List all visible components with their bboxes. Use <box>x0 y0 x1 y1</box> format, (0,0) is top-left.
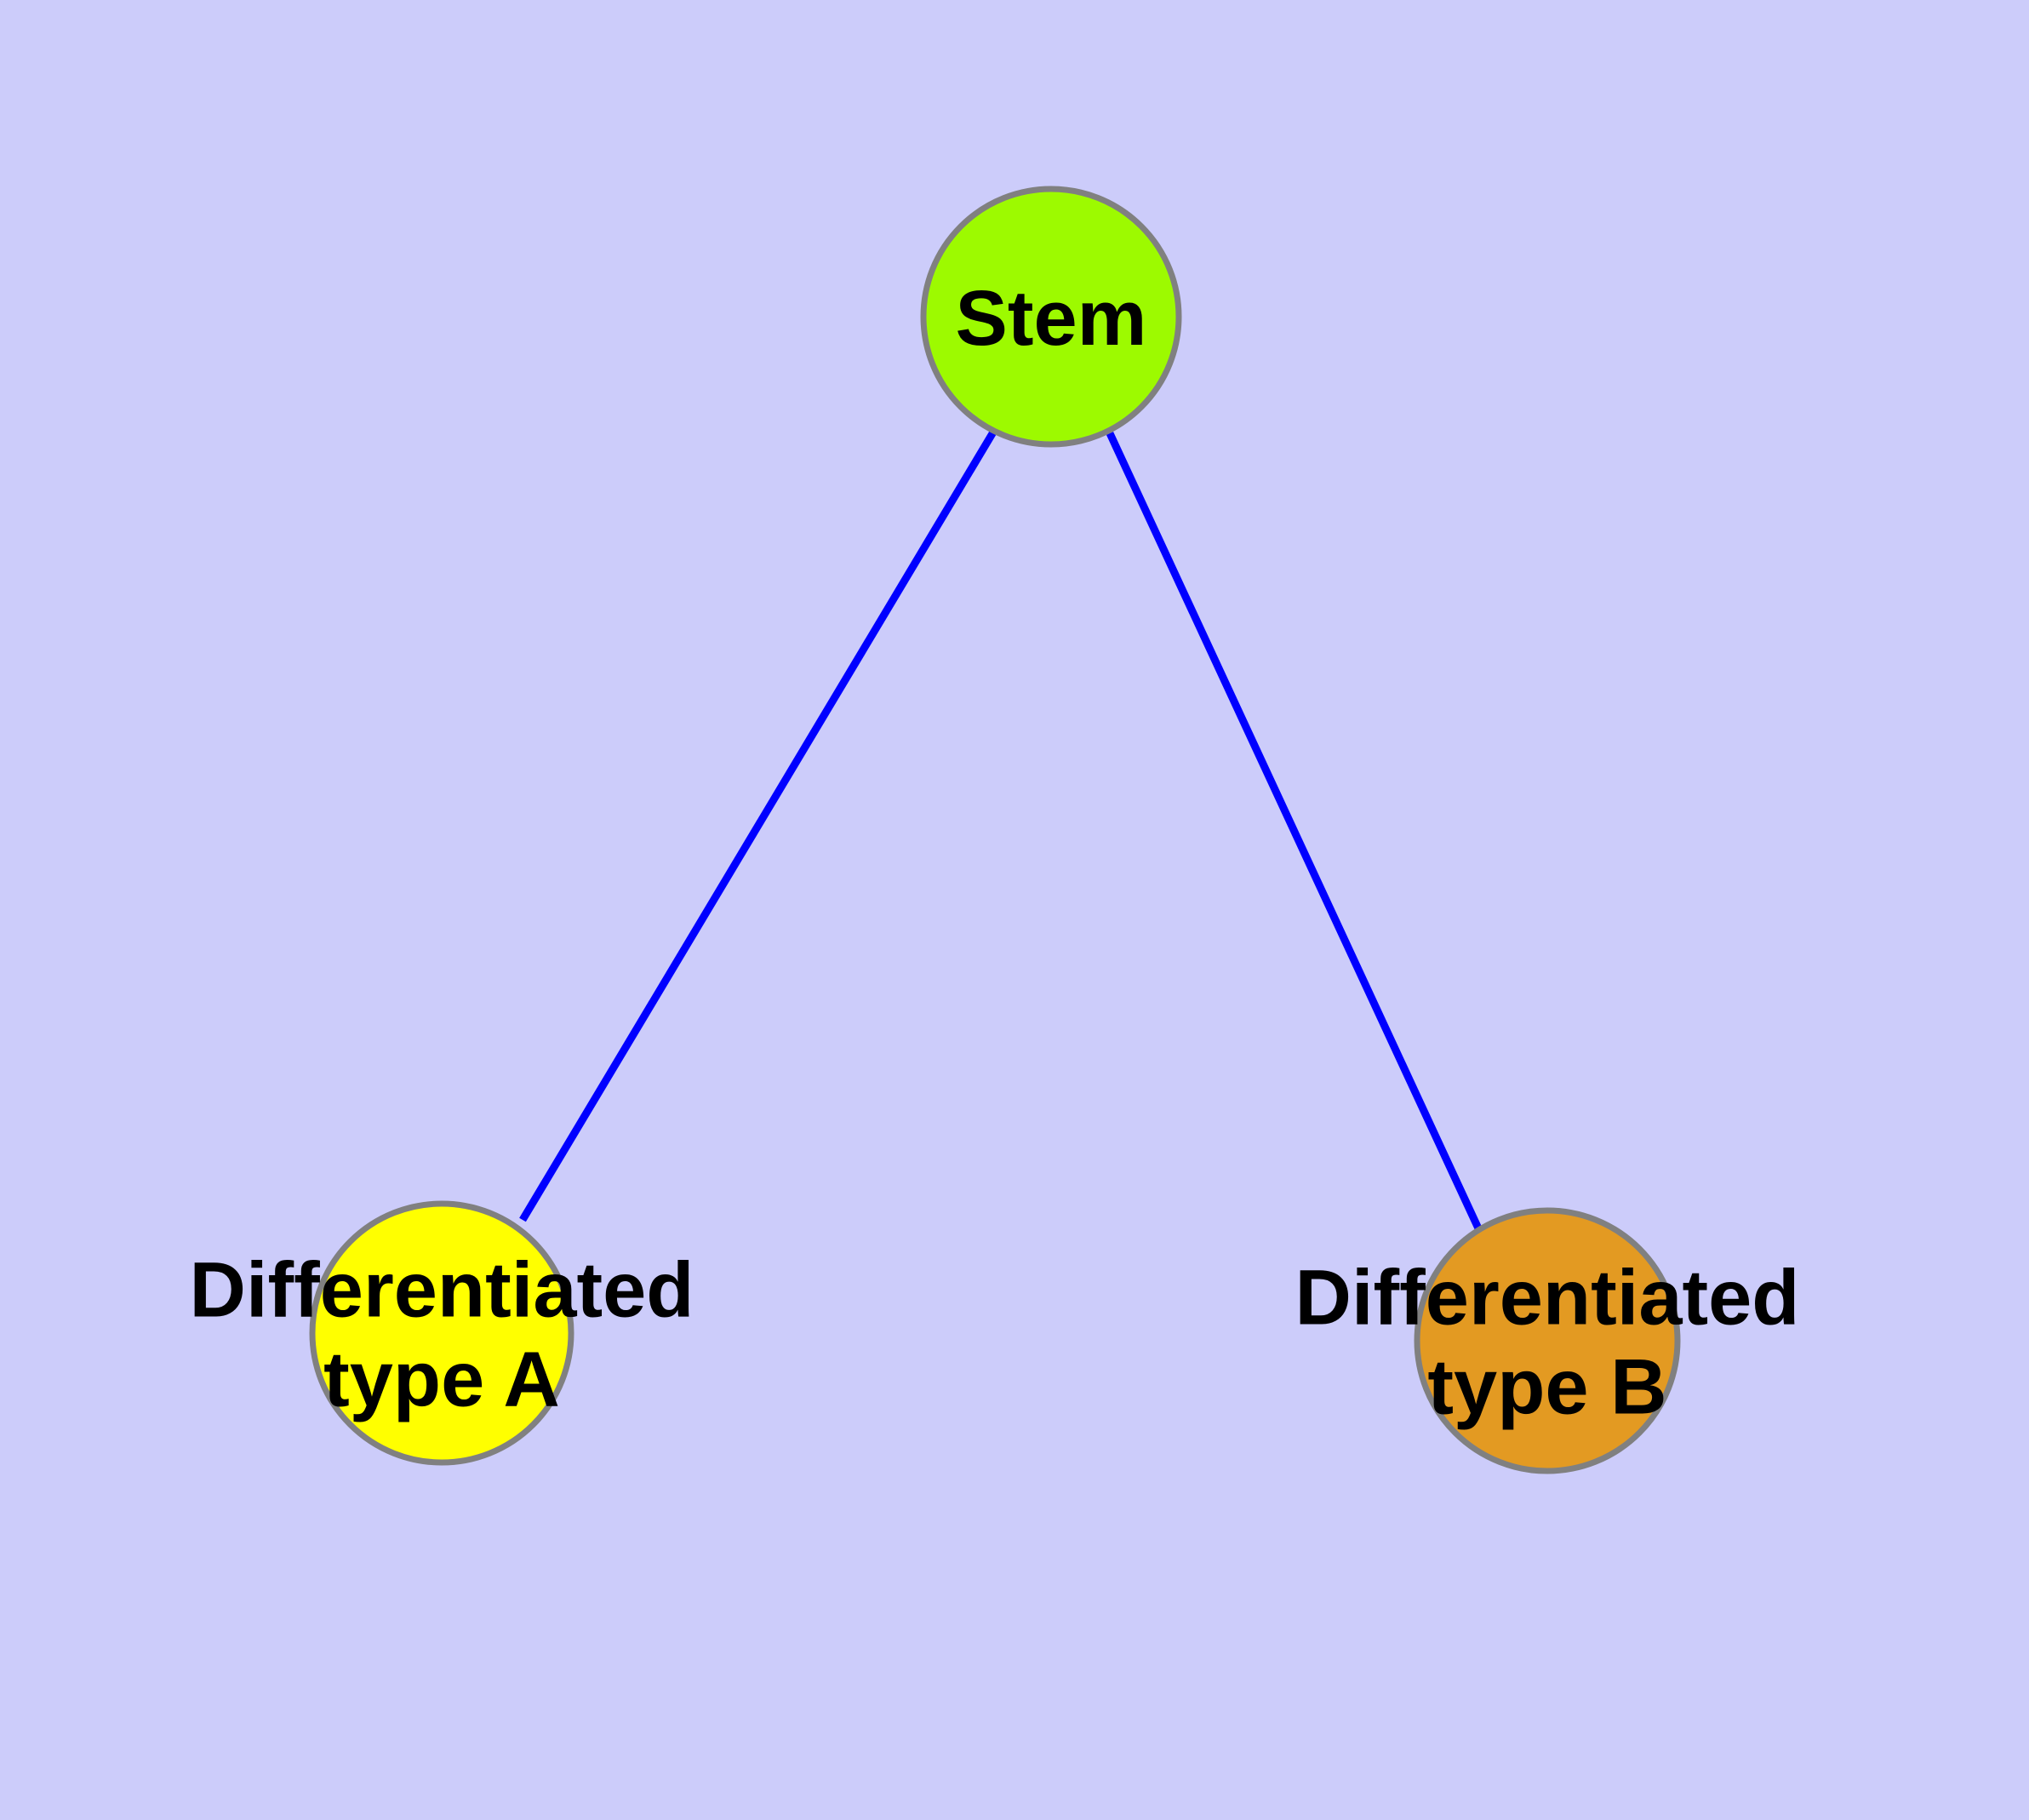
edge-stem-to-differentiated-type-a[interactable] <box>519 428 997 1222</box>
node-differentiated-type-a-circle[interactable] <box>309 1200 574 1466</box>
node-label-line: Differentiated <box>1295 1255 1800 1342</box>
edges-group <box>519 428 1483 1230</box>
node-stem-label: Stem <box>956 275 1147 362</box>
node-stem-circle[interactable] <box>920 186 1182 448</box>
node-label-line: Stem <box>956 275 1147 362</box>
node-label-line: type A <box>323 1336 560 1423</box>
node-differentiated-type-b-circle[interactable] <box>1414 1207 1681 1474</box>
nodes-group <box>309 186 1681 1474</box>
edge-stem-to-differentiated-type-b[interactable] <box>1106 432 1483 1230</box>
node-label-line: type B <box>1427 1344 1666 1431</box>
node-label-line: Differentiated <box>190 1247 694 1334</box>
